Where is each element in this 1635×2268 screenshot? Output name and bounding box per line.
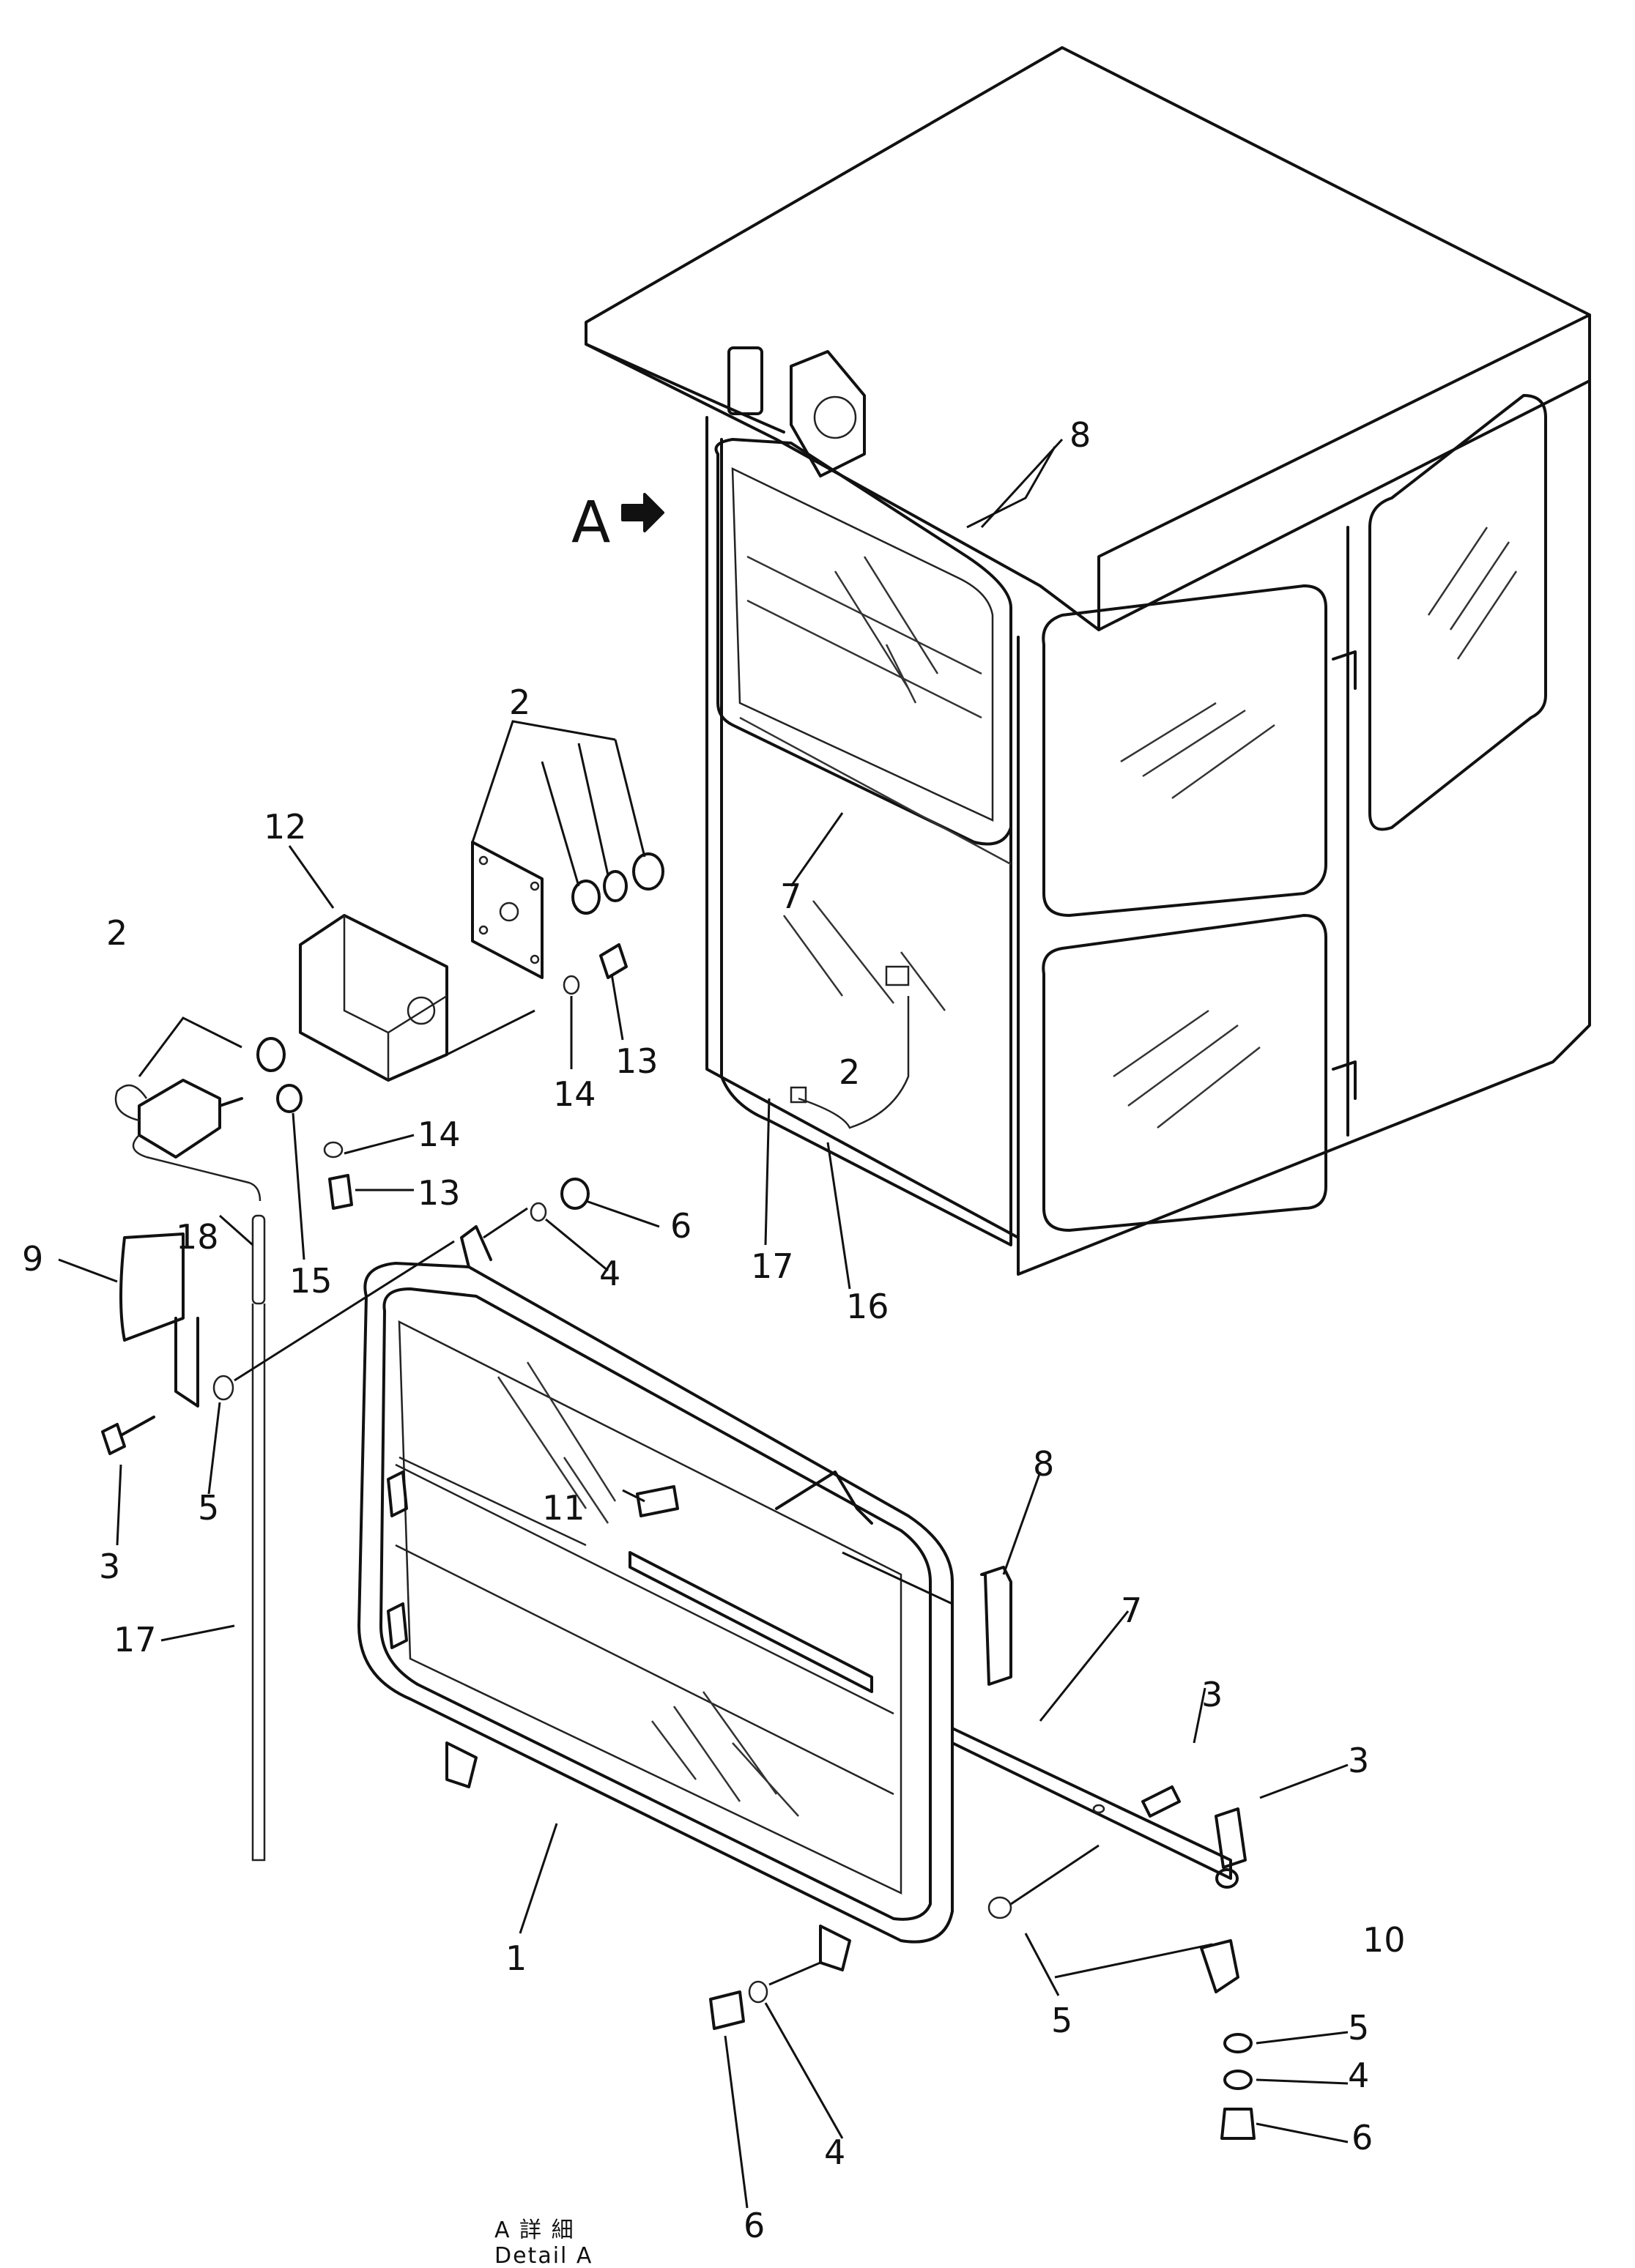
callout-label: 18 [176, 1217, 219, 1257]
window-sash-assembly [357, 1225, 1012, 1971]
callout-label: 2 [106, 913, 127, 953]
callout-label: 8 [1069, 415, 1091, 455]
stay-bar-hardware [709, 1727, 1256, 2140]
callout-label: 8 [1033, 1444, 1054, 1484]
callout-label: 2 [839, 1052, 860, 1092]
callout-label: 5 [1348, 2008, 1369, 2048]
caption-jp: A 詳 細 [494, 2217, 575, 2243]
callout-leaders [58, 438, 1349, 2209]
callout-label: 16 [846, 1287, 889, 1326]
callout-label: 3 [1201, 1675, 1223, 1714]
callout-label: 5 [1051, 2001, 1072, 2040]
callout-labels: 1 2 2 2 3 3 3 4 4 4 5 5 5 6 6 6 7 7 8 8 … [22, 415, 1406, 2245]
callout-label: 15 [289, 1261, 333, 1301]
callout-label: 6 [1352, 2118, 1373, 2157]
callout-label: 17 [114, 1620, 157, 1659]
callout-label: 11 [542, 1488, 585, 1528]
caption-en: Detail A [494, 2243, 593, 2268]
callout-label: 7 [780, 877, 801, 916]
detail-marker-label: A [571, 490, 610, 556]
callout-label: 13 [615, 1041, 659, 1081]
callout-label: 6 [670, 1206, 692, 1246]
callout-label: 7 [1121, 1591, 1142, 1630]
exploded-parts [101, 720, 664, 1862]
callout-label: 17 [751, 1246, 794, 1286]
callout-label: 2 [509, 683, 530, 722]
detail-caption: A 詳 細 Detail A [494, 2217, 593, 2268]
callout-label: 14 [553, 1074, 596, 1114]
callout-label: 10 [1362, 1920, 1406, 1960]
callout-label: 3 [99, 1547, 120, 1586]
callout-label: 4 [1348, 2056, 1369, 2095]
callout-label: 9 [22, 1239, 43, 1279]
callout-label: 13 [418, 1173, 461, 1213]
callout-label: 6 [744, 2206, 765, 2245]
callout-label: 3 [1348, 1741, 1369, 1780]
callout-label: 5 [198, 1488, 219, 1528]
callout-label: 4 [599, 1254, 620, 1293]
callout-label: 4 [824, 2133, 845, 2172]
callout-label: 1 [505, 1938, 527, 1978]
cab-assembly [585, 46, 1591, 1276]
callout-label: 12 [264, 807, 307, 847]
callout-label: 14 [418, 1115, 461, 1154]
